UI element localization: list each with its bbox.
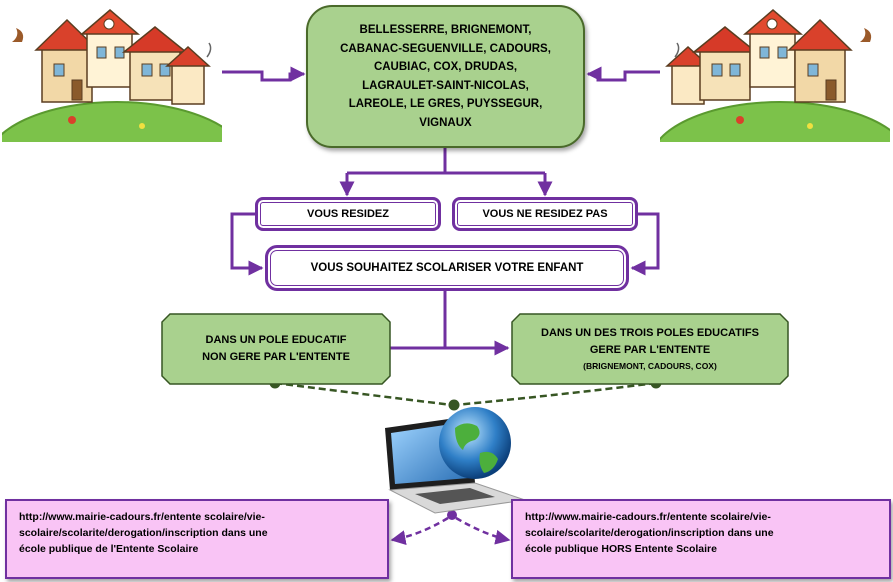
arrow-village-left	[222, 66, 306, 82]
pole-left: DANS UN POLE EDUCATIF NON GERE PAR L'ENT…	[160, 312, 392, 386]
commune-line: VIGNAUX	[419, 116, 472, 129]
pole-right-shape	[511, 313, 789, 385]
link-box-hors-entente[interactable]: http://www.mairie-cadours.fr/entente sco…	[511, 499, 891, 579]
pole-right: DANS UN DES TROIS POLES EDUCATIFS GERE P…	[510, 312, 790, 386]
enroll-label: VOUS SOUHAITEZ SCOLARISER VOTRE ENFANT	[310, 262, 584, 274]
village-illustration-icon	[2, 9, 222, 142]
link-entente-line2: scolaire/scolarite/derogation/inscriptio…	[19, 527, 268, 539]
village-illustration-icon	[660, 9, 890, 142]
pole-right-line2: GERE PAR L'ENTENTE	[589, 344, 711, 356]
pole-left-line2: NON GERE PAR L'ENTENTE	[202, 351, 350, 363]
commune-line: CAUBIAC, COX, DRUDAS,	[373, 61, 518, 73]
resident-label: VOUS RESIDEZ	[307, 208, 389, 220]
enroll-box: VOUS SOUHAITEZ SCOLARISER VOTRE ENFANT	[265, 245, 629, 291]
commune-line: CABANAC-SEGUENVILLE, CADOURS,	[340, 42, 551, 55]
pole-right-line1: DANS UN DES TROIS POLES EDUCATIFS	[541, 327, 759, 339]
pole-left-line1: DANS UN POLE EDUCATIF	[205, 334, 347, 346]
dashed-link-right	[455, 516, 511, 545]
dashed-connector-left	[274, 381, 453, 407]
non-resident-box: VOUS NE RESIDEZ PAS	[452, 197, 638, 231]
dashed-link-left	[390, 516, 449, 546]
link-box-entente[interactable]: http://www.mairie-cadours.fr/entente sco…	[5, 499, 389, 579]
resident-box: VOUS RESIDEZ	[255, 197, 441, 231]
laptop-globe-icon	[385, 407, 526, 514]
pole-left-shape	[161, 313, 391, 385]
pole-right-line3: (BRIGNEMONT, CADOURS, COX)	[583, 361, 717, 371]
link-entente-line3: école publique de l'Entente Scolaire	[19, 543, 199, 555]
commune-line: BELLESSERRE, BRIGNEMONT,	[359, 24, 532, 36]
link-hors-line3: école publique HORS Entente Scolaire	[525, 543, 717, 555]
commune-line: LAREOLE, LE GRES, PUYSSEGUR,	[348, 98, 543, 110]
communes-box: BELLESSERRE, BRIGNEMONT, CABANAC-SEGUENV…	[306, 5, 585, 148]
arrow-nonresident-enroll	[630, 212, 660, 276]
link-hors-line1: http://www.mairie-cadours.fr/entente sco…	[525, 511, 771, 523]
link-hors-line2: scolaire/scolarite/derogation/inscriptio…	[525, 527, 774, 539]
non-resident-label: VOUS NE RESIDEZ PAS	[482, 208, 608, 220]
arrow-communes-split	[347, 148, 545, 175]
arrow-village-right	[586, 66, 660, 82]
link-entente-line1: http://www.mairie-cadours.fr/entente sco…	[19, 511, 265, 523]
commune-line: LAGRAULET-SAINT-NICOLAS,	[362, 79, 529, 92]
arrow-resident-enroll	[230, 212, 264, 276]
dashed-connector-right	[454, 381, 657, 407]
